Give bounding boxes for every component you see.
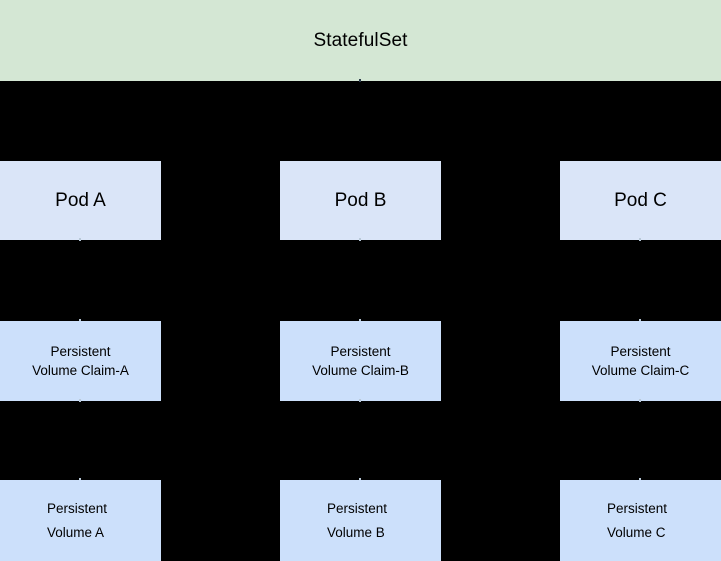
pod-label-c: Pod C [614,189,667,211]
connector-claim-c-bottom-stub [639,399,641,402]
claim-label-c-line2: Volume Claim-C [591,363,690,378]
connector-statefulset-to-pod-b [359,79,361,82]
persistent-volume-claim-node-c[interactable]: Persistent Volume Claim-C [560,321,721,401]
pod-label-a: Pod A [55,189,106,211]
connector-volume-c-top-stub [639,478,641,481]
persistent-volume-node-c[interactable]: Persistent Volume C [560,480,721,561]
connector-volume-b-top-stub [359,478,361,481]
pod-node-b[interactable]: Pod B [280,161,441,240]
statefulset-header-label: StatefulSet [313,29,408,51]
volume-label-b-line2: Volume B [327,524,385,540]
claim-label-b-line2: Volume Claim-B [312,363,409,378]
claim-label-a-line1: Persistent [50,344,111,359]
pod-node-c[interactable]: Pod C [560,161,721,240]
persistent-volume-claim-node-b[interactable]: Persistent Volume Claim-B [280,321,441,401]
volume-label-a-line1: Persistent [47,500,108,516]
claim-label-c-line1: Persistent [610,344,671,359]
connector-volume-a-top-stub [79,478,81,481]
volume-label-c-line2: Volume C [607,524,666,540]
claim-label-b-line1: Persistent [330,344,391,359]
persistent-volume-node-b[interactable]: Persistent Volume B [280,480,441,561]
connector-claim-b-top-stub [359,319,361,322]
connector-claim-b-bottom-stub [359,399,361,402]
connector-claim-c-top-stub [639,319,641,322]
volume-label-b-line1: Persistent [327,500,388,516]
connector-pod-b-bottom-stub [359,238,361,241]
connector-pod-c-bottom-stub [639,238,641,241]
claim-label-a-line2: Volume Claim-A [32,363,129,378]
volume-label-c-line1: Persistent [607,500,668,516]
connector-claim-a-top-stub [79,319,81,322]
volume-label-a-line2: Volume A [47,524,105,540]
pod-label-b: Pod B [334,189,387,211]
persistent-volume-node-a[interactable]: Persistent Volume A [0,480,161,561]
connector-pod-a-bottom-stub [79,238,81,241]
statefulset-header-node[interactable]: StatefulSet [0,0,721,81]
persistent-volume-claim-node-a[interactable]: Persistent Volume Claim-A [0,321,161,401]
connector-claim-a-bottom-stub [79,399,81,402]
pod-node-a[interactable]: Pod A [0,161,161,240]
